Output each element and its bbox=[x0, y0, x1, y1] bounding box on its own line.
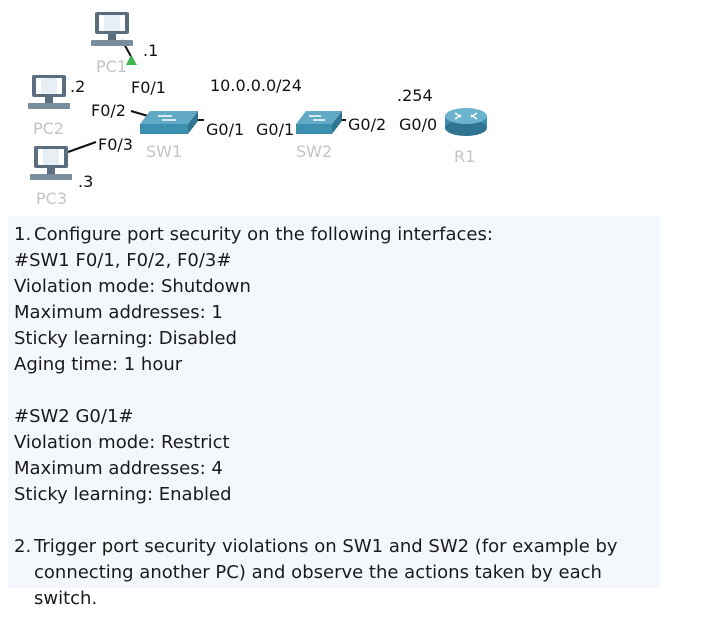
sw1-switch-icon[interactable] bbox=[140, 111, 198, 134]
sw2-config-header: #SW2 G0/1# bbox=[14, 406, 134, 427]
sw1-aging-time: Aging time: 1 hour bbox=[14, 354, 183, 375]
port-sw1-f0-3: F0/3 bbox=[98, 135, 133, 154]
sw1-violation-mode: Violation mode: Shutdown bbox=[14, 276, 251, 297]
link-up-indicator bbox=[126, 55, 137, 65]
sw2-sticky-learning: Sticky learning: Enabled bbox=[14, 484, 232, 505]
sw1-name: SW1 bbox=[146, 142, 182, 161]
instructions-panel: 1. Configure port security on the follow… bbox=[8, 216, 660, 609]
sw2-violation-mode: Violation mode: Restrict bbox=[14, 432, 230, 453]
link-pc2-sw1 bbox=[130, 110, 149, 117]
port-sw1-f0-2: F0/2 bbox=[91, 101, 126, 120]
pc1-ip: .1 bbox=[143, 41, 158, 60]
pc2-ip: .2 bbox=[70, 77, 85, 96]
sw2-switch-icon[interactable] bbox=[296, 111, 342, 134]
r1-ip: .254 bbox=[397, 86, 433, 105]
spacer bbox=[14, 508, 660, 534]
r1-name: R1 bbox=[454, 147, 475, 166]
sw2-max-addresses: Maximum addresses: 4 bbox=[14, 458, 223, 479]
port-r1-g0-0: G0/0 bbox=[399, 115, 437, 134]
pc1-name: PC1 bbox=[96, 57, 127, 76]
step-2-text: Trigger port security violations on SW1 … bbox=[34, 536, 618, 609]
step-1-text: Configure port security on the following… bbox=[34, 224, 493, 245]
pc1-icon[interactable] bbox=[91, 12, 133, 46]
port-sw1-f0-1: F0/1 bbox=[131, 78, 166, 97]
port-sw2-g0-1: G0/1 bbox=[256, 120, 294, 139]
step-2-number: 2. bbox=[14, 536, 32, 557]
network-label: 10.0.0.0/24 bbox=[210, 76, 302, 95]
step-1: 1. Configure port security on the follow… bbox=[14, 222, 654, 248]
sw2-name: SW2 bbox=[296, 142, 332, 161]
pc2-icon[interactable] bbox=[28, 75, 70, 109]
network-topology-diagram: PC1 PC2 PC3 SW1 SW2 R1 .1 .2 .3 .254 10.… bbox=[28, 12, 487, 208]
pc3-icon[interactable] bbox=[30, 146, 72, 180]
step-1-number: 1. bbox=[14, 224, 32, 245]
r1-router-icon[interactable] bbox=[445, 108, 487, 136]
link-pc3-sw1 bbox=[67, 141, 97, 153]
pc3-name: PC3 bbox=[36, 189, 67, 208]
port-sw1-g0-1: G0/1 bbox=[206, 120, 244, 139]
pc3-ip: .3 bbox=[78, 172, 93, 191]
port-sw2-g0-2: G0/2 bbox=[348, 115, 386, 134]
step-2: 2. Trigger port security violations on S… bbox=[14, 534, 654, 612]
pc2-name: PC2 bbox=[33, 119, 64, 138]
sw1-sticky-learning: Sticky learning: Disabled bbox=[14, 328, 237, 349]
sw1-config-header: #SW1 F0/1, F0/2, F0/3# bbox=[14, 250, 232, 271]
spacer bbox=[14, 378, 660, 404]
sw1-max-addresses: Maximum addresses: 1 bbox=[14, 302, 223, 323]
